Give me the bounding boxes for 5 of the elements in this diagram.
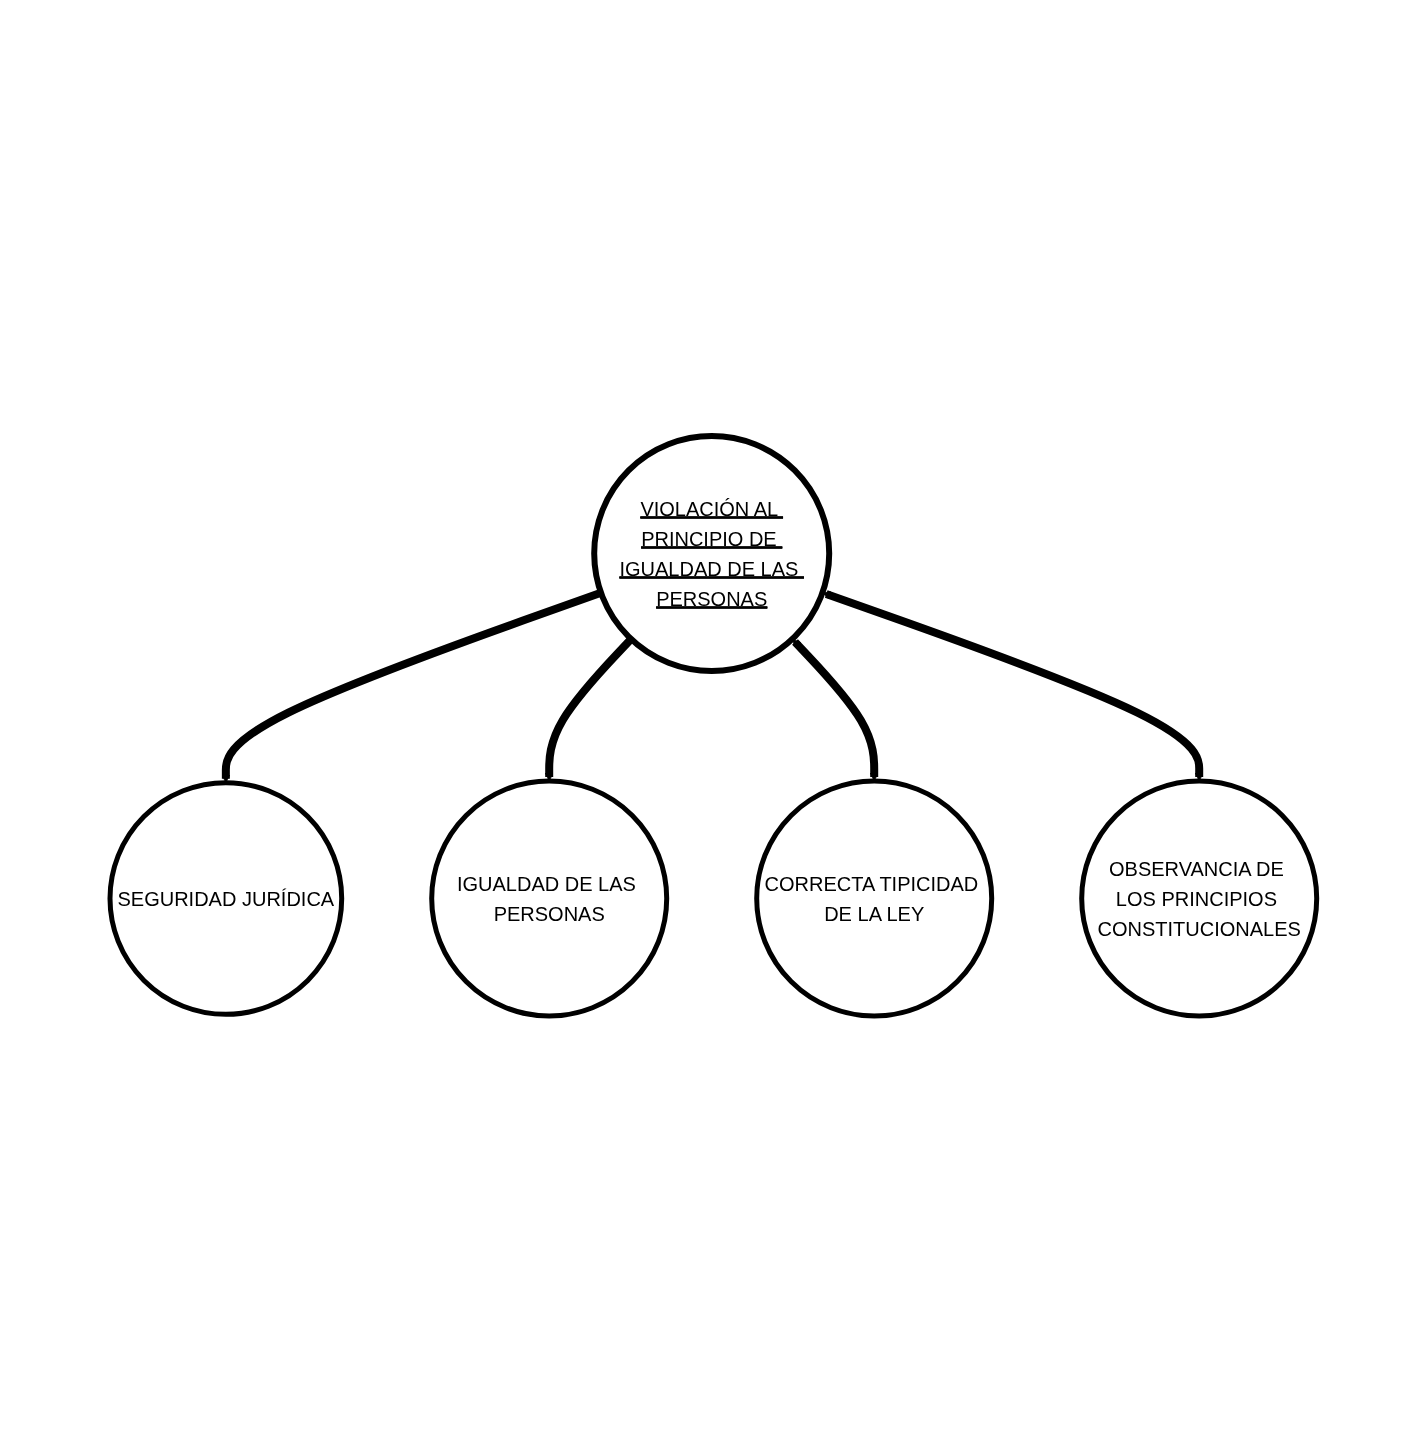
node-circle: SEGURIDAD JURÍDICA — [107, 780, 345, 1017]
node-circle: IGUALDAD DE LAS PERSONAS — [429, 778, 670, 1019]
node-circle: OBSERVANCIA DE LOS PRINCIPIOS CONSTITUCIONALES — [1079, 778, 1320, 1019]
node-circle: VIOLACIÓN AL PRINCIPIO DE IGUALDAD DE LAS PERSONAS — [591, 433, 833, 674]
node-circle: CORRECTA TIPICIDAD DE LA LEY — [754, 778, 995, 1019]
